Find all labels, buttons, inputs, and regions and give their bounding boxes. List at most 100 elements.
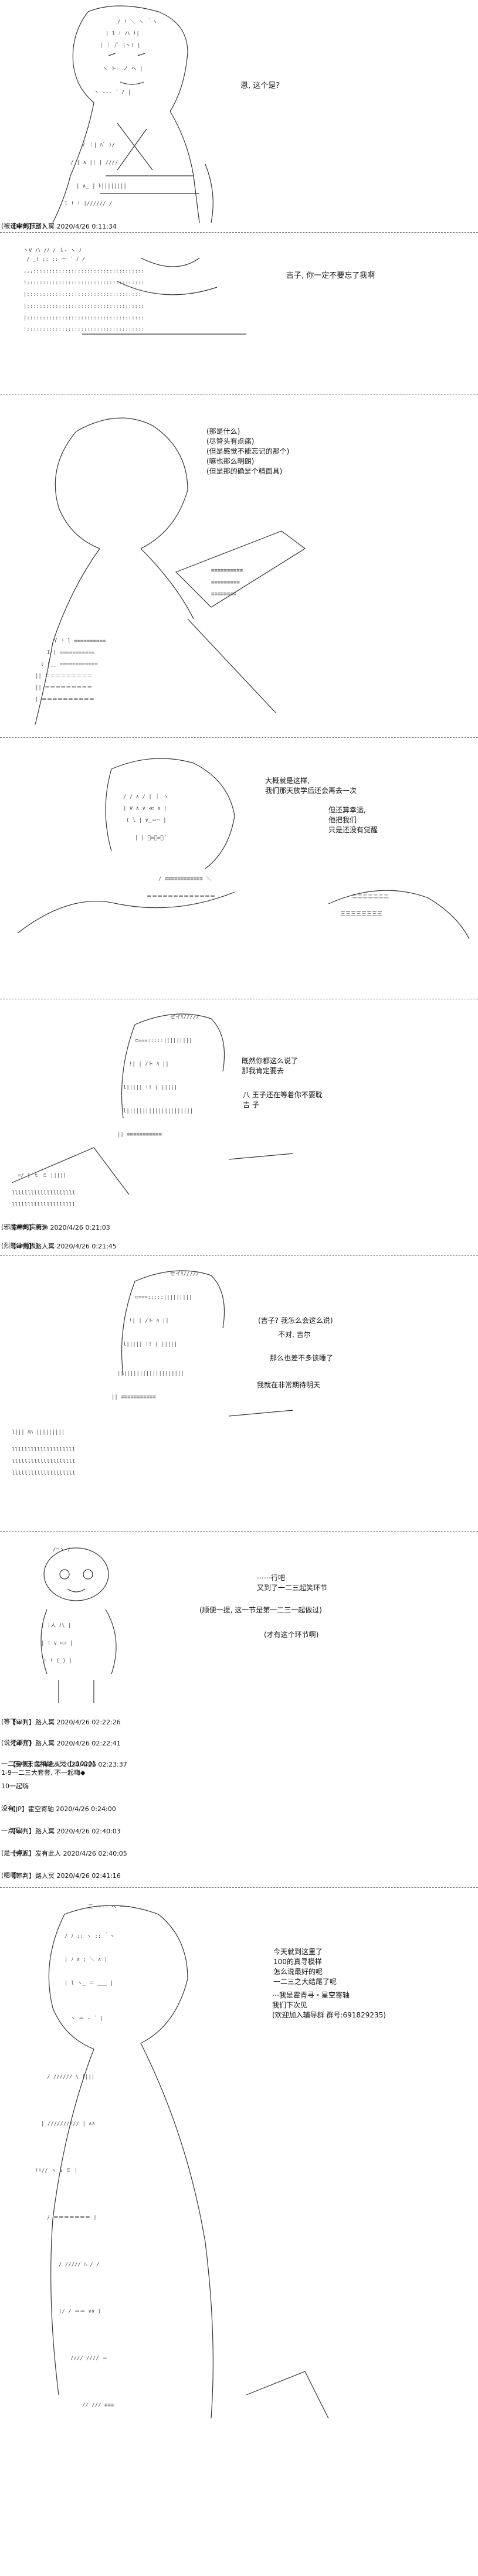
post-time: 2020/4/26 02:23:37 [63, 1761, 127, 1768]
speech-bubble: 恩, 这个是? [240, 81, 280, 90]
svg-text:=/ | ｔ ミ |||||: =/ | ｔ ミ ||||| [18, 1173, 66, 1179]
svg-text:ヽ --- ´ / |: ヽ --- ´ / | [94, 89, 131, 96]
svg-text:Ｙ ! l ==========: Ｙ ! l ========== [53, 638, 106, 644]
svg-text:llllllllllllllllllll: llllllllllllllllllll [12, 1447, 75, 1453]
svg-text:⊂===:::::|||||||||: ⊂===:::::||||||||| [135, 1038, 192, 1044]
svg-text:≡≡≡≡≡≡≡≡≡: ≡≡≡≡≡≡≡≡≡ [211, 580, 240, 586]
aa-art-figure: セイﾘ///// ⊂===:::::||||||||| !| | /ト ﾊ ||… [12, 1270, 294, 1476]
svg-text:| ∧_ | ﾄ||||||||: | ∧_ | ﾄ|||||||| [76, 183, 127, 189]
svg-text:/ / ∧ / | ｜ ヽ: / / ∧ / | ｜ ヽ [123, 794, 169, 800]
panel-3: Ｙ ! l ========== I | =========== ﾘ |__ =… [0, 396, 478, 736]
svg-text:＝＝＝＝＝＝＝＝＝＝＝＝＝: ＝＝＝＝＝＝＝＝＝＝＝＝＝ [147, 894, 215, 900]
post-name: 路人冥 [35, 1872, 55, 1880]
panel-divider [0, 737, 478, 738]
svg-text:|:::::::::::::::::::::::::::::: |::::::::::::::::::::::::::::::::::::: [23, 304, 144, 309]
svg-text:セイﾘ/////: セイﾘ///// [170, 1014, 199, 1020]
svg-text:ﾘ |__ ============: ﾘ |__ ============ [41, 662, 98, 668]
aa-art-figure: 丶V ハ /ﾉ / ｌ- ヽ ﾉ / _! ;; :: ー ´ ﾉ / ,,,:… [23, 247, 246, 335]
post-time: 2020/4/26 02:41:16 [56, 1872, 121, 1880]
panel-7: /⌒ヽ / | |人 ﾉ\ | | ! ∨ ⊂⊃ | ﾄ ! (_) | ⋯⋯行… [0, 1533, 478, 1986]
post-time: 2020/4/26 02:22:26 [56, 1719, 121, 1726]
post-name: 路人冥 [35, 1828, 55, 1835]
svg-text:三三三三三三三三: 三三三三三三三三 [340, 911, 382, 917]
aa-art-figure: / ! ＼ ヽ ｀ヽ | l ! ハ !| | ｜ /ﾞ |ヽ! | ヽ ト- … [52, 5, 213, 223]
svg-text:!| | /ト ﾊ ||: !| | /ト ﾊ || [129, 1318, 169, 1324]
svg-text:I | ===========: I | =========== [47, 650, 95, 656]
svg-text:llllllllllllllllllll: llllllllllllllllllll [12, 1190, 75, 1196]
svg-text:ヽ ト- ノ ヘ |: ヽ ト- ノ ヘ | [103, 66, 143, 72]
chat-entry: 【审判】路人冥 2020/4/26 02:22:26 [1, 1709, 121, 1736]
svg-text:二一--- ヘ ーー: 二一--- ヘ ーー [88, 1904, 130, 1910]
panel-4: / / ∧ / | ｜ ヽ | V ∧ ∨ ≪ ∧ | ( l | ∨_＝⌒ |… [0, 740, 478, 998]
svg-text:| ! ∨ ⊂⊃ |: | ! ∨ ⊂⊃ | [41, 1641, 73, 1646]
post-sender: 【旁观】 [9, 1850, 35, 1857]
aa-art-figure: セイﾘ///// ⊂===:::::||||||||| !| | /ト ﾊ ||… [11, 1013, 294, 1208]
chat-message: (是一点) [1, 1849, 26, 1857]
post-time: 2020/4/26 0:11:34 [56, 223, 117, 230]
svg-text:| l ヽ_ ＝ ___ |: | l ヽ_ ＝ ___ | [65, 1981, 113, 1986]
svg-text:/ ////// \ ||||: / ////// \ |||| [47, 2074, 94, 2080]
svg-text:':::::::::::::::::::::::::::::: '::::::::::::::::::::::::::::::::::::: [23, 327, 144, 333]
post-message: (邪魔神的实行) [1, 1223, 45, 1231]
panel-2: 丶V ハ /ﾉ / ｌ- ヽ ﾉ / _! ;; :: ー ´ ﾉ / ,,,:… [0, 234, 478, 393]
svg-text:,,,:::::::::::::::::::::::::::: ,,,::::::::::::::::::::::::::::::::::: [23, 268, 144, 274]
aa-art-figure: 二一--- ヘ ーー / ﾉ ;; ヽ :: ｀ヽ | ﾉ ∧ ; ＼ ∧ | … [35, 1904, 329, 2419]
post-sender: 【审判】 [9, 1243, 35, 1250]
speech-bubble: 不对, 吉尔 [278, 1330, 311, 1339]
svg-text:丶V ハ /ﾉ / ｌ- ヽ ﾉ: 丶V ハ /ﾉ / ｌ- ヽ ﾉ [23, 247, 82, 254]
svg-text:| | ﾟ=＝=ー´: | | ﾟ=＝=ー´ [135, 835, 167, 841]
post-sender: 【审判】 [9, 1740, 35, 1747]
svg-text:セイﾘ/////: セイﾘ///// [170, 1271, 199, 1277]
svg-text:/ ｜| ﾊﾞ )/: / ｜| ﾊﾞ )/ [82, 142, 115, 148]
svg-text:| V ∧ ∨ ≪ ∧ |: | V ∧ ∨ ≪ ∧ | [123, 806, 167, 812]
svg-text:!| | /ト ﾊ ||: !| | /ト ﾊ || [129, 1061, 169, 1067]
post-name: 路人冥 [35, 1243, 55, 1250]
speech-bubble: 但还算幸运, 他把我们 只是还没有觉醒 [328, 806, 378, 834]
chat-message: (等下⋯) [1, 1718, 26, 1726]
svg-text:|:::::::::::::::::::::::::::::: |::::::::::::::::::::::::::::::::::::: [23, 315, 144, 321]
post-header: 【审判】路人冥 2020/4/26 0:11:34 [1, 213, 117, 230]
speech-bubble: ⋯我是霍青寻・星空寄轴 我们下次见 (欢迎加入辅导群 群号:691829235) [272, 1991, 386, 2019]
post-sender: 【旁观】 [9, 1761, 35, 1768]
chat-message: 一二三今天会和路人冥【k1010】 1-9一二三大套套, 不一起嗨◆ [1, 1760, 99, 1777]
svg-text:( l | ∨_＝⌒ |: ( l | ∨_＝⌒ | [126, 818, 167, 823]
svg-text:≡≡≡≡≡≡≡≡≡≡: ≡≡≡≡≡≡≡≡≡≡ [211, 568, 243, 574]
svg-text:llllllllllllllllllll: llllllllllllllllllll [12, 1202, 75, 1208]
post-sender: 【审判】 [9, 1872, 35, 1880]
svg-text:!!// ヽ ∨ ミ |: !!// ヽ ∨ ミ | [35, 2168, 77, 2174]
speech-bubble: 既然你都这么说了 那我肯定要去 [242, 1057, 299, 1075]
post-name: 路人冥 [35, 1719, 55, 1726]
speech-bubble: (吉子? 我怎么会这么说) [258, 1316, 333, 1325]
speech-bubble: 八 王子还在等着你不要耽 吉 子 [243, 1091, 323, 1109]
post-header: 【审判】黑渔 2020/4/26 0:21:03 [1, 1214, 110, 1241]
svg-text:| l ! ハ !|: | l ! ハ !| [106, 31, 140, 37]
chat-message: (说死不了) [1, 1739, 32, 1747]
panel-divider [0, 1531, 478, 1532]
svg-text:| |人 ﾉ\ |: | |人 ﾉ\ | [41, 1622, 71, 1629]
svg-text:|:::::::::::::::::::::::::::::: |:::::::::::::::::::::::::::::::::::: [23, 292, 141, 298]
post-message: (被选中的孩子) [1, 222, 45, 230]
svg-text:/⌒ヽ /: /⌒ヽ / [53, 1547, 71, 1553]
chat-message: 10一起嗨 [1, 1782, 29, 1790]
svg-text:| ｜ /ﾞ |ヽ! |: | ｜ /ﾞ |ヽ! | [100, 42, 140, 49]
post-sender: 【审判】 [9, 1828, 35, 1835]
post-name: 路人冥 [35, 1740, 55, 1747]
svg-text:/ ///// ﾊ / /: / ///// ﾊ / / [59, 2262, 100, 2268]
svg-text:≡≡≡≡≡≡≡≡: ≡≡≡≡≡≡≡≡ [211, 591, 237, 597]
svg-text:| ﾉ ∧ ; ＼ ∧ |: | ﾉ ∧ ; ＼ ∧ | [65, 1956, 107, 1963]
svg-text:|| ≡≡≡≡≡≡≡≡≡≡≡: || ≡≡≡≡≡≡≡≡≡≡≡ [117, 1132, 162, 1138]
svg-text:!:::::::::::::::::::::::::::::: !::::::::::::::::::::::::::::::::::::: [23, 280, 144, 286]
svg-text:/ _! ;; :: ー ´ ﾉ /: / _! ;; :: ー ´ ﾉ / [26, 256, 85, 263]
speech-bubble: (才有这个环节啊) [264, 1631, 319, 1639]
chat-message: 一点呀) [1, 1827, 23, 1835]
post-name: 发有此人 [35, 1761, 61, 1768]
chat-entry: 【JP】霍空寄轴 2020/4/26 0:24:00 [1, 1796, 116, 1822]
svg-text:llllllllllllllllllll: llllllllllllllllllll [12, 1459, 75, 1465]
svg-text:三三三三三三三: 三三三三三三三 [352, 894, 389, 900]
post-time: 2020/4/26 0:21:03 [50, 1224, 110, 1231]
post-header: 【审判】路人冥 2020/4/26 0:21:45 [1, 1233, 117, 1254]
post-message: (烈熊冲面板) [1, 1242, 39, 1250]
panel-divider [0, 1887, 478, 1888]
speech-bubble: 吉子, 你一定不要忘了我啊 [286, 271, 375, 280]
post-sender: 【JP】 [9, 1805, 28, 1813]
